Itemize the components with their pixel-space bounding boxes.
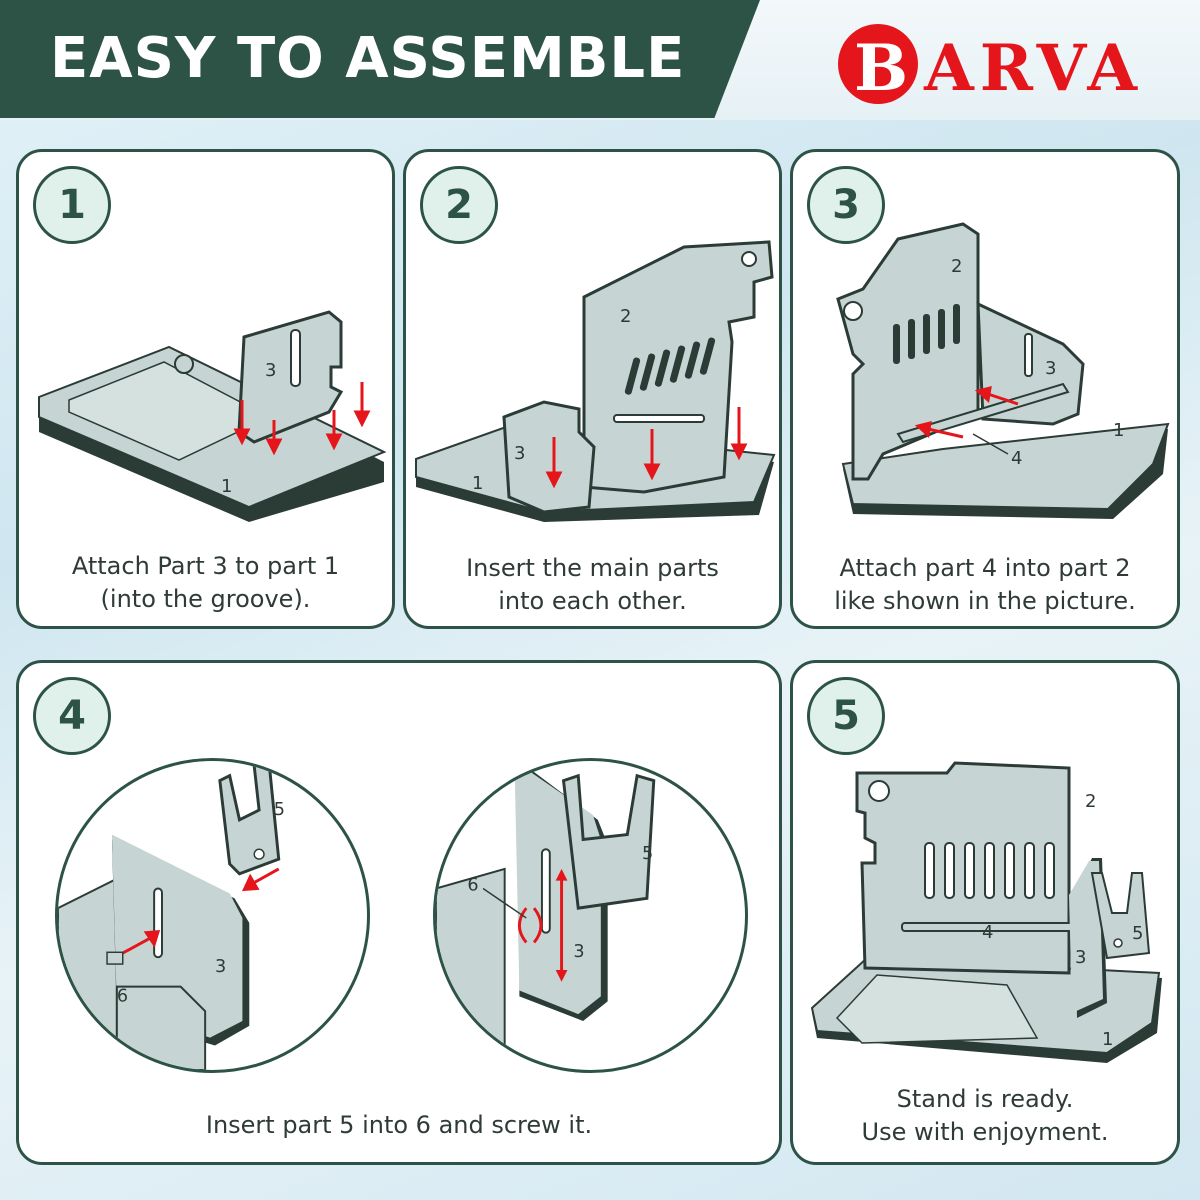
step-5-card: 5 2 4 3 5 1 (790, 660, 1180, 1165)
step-4-card: 4 5 3 6 (16, 660, 782, 1165)
part-label-2: 2 (1085, 791, 1096, 812)
caption-line: Insert the main parts (406, 552, 779, 585)
part-label-1: 1 (472, 473, 483, 494)
step-4-badge: 4 (33, 677, 111, 755)
part-label-5: 5 (642, 844, 653, 864)
step-1-card: 1 3 1 Attach Part 3 to part 1 (into the … (16, 149, 395, 629)
part-label-3: 3 (1075, 947, 1086, 968)
caption-line: Use with enjoyment. (793, 1116, 1177, 1149)
caption-line: Attach part 4 into part 2 (793, 552, 1177, 585)
part-label-1: 1 (1102, 1029, 1113, 1050)
step-2-illustration: 2 3 1 (414, 237, 779, 532)
part-label-4: 4 (982, 922, 993, 943)
caption-line: Stand is ready. (793, 1083, 1177, 1116)
caption-line: Insert part 5 into 6 and screw it. (19, 1109, 779, 1142)
step-2-caption: Insert the main parts into each other. (406, 552, 779, 618)
step-1-badge: 1 (33, 166, 111, 244)
part-label-2: 2 (620, 306, 631, 327)
step-5-badge: 5 (807, 677, 885, 755)
step-2-badge: 2 (420, 166, 498, 244)
zoom-circle-left: 5 3 6 (55, 758, 370, 1073)
caption-line: (into the groove). (19, 583, 392, 616)
step-4-caption: Insert part 5 into 6 and screw it. (19, 1109, 779, 1142)
step-5-illustration: 2 4 3 5 1 (807, 763, 1167, 1068)
part-label-5: 5 (274, 800, 285, 820)
part-label-1: 1 (1113, 420, 1124, 441)
part-label-3: 3 (215, 957, 226, 977)
part-label-6: 6 (117, 986, 128, 1006)
part-label-2: 2 (951, 256, 962, 277)
step-3-card: 3 2 3 1 4 (790, 149, 1180, 629)
caption-line: Attach Part 3 to part 1 (19, 550, 392, 583)
part-label-3: 3 (265, 360, 276, 381)
page-title: EASY TO ASSEMBLE (50, 26, 685, 91)
step-3-caption: Attach part 4 into part 2 like shown in … (793, 552, 1177, 618)
part-label-3: 3 (1045, 358, 1056, 379)
step-3-illustration: 2 3 1 4 (823, 214, 1173, 529)
part-label-1: 1 (221, 476, 232, 497)
step-1-caption: Attach Part 3 to part 1 (into the groove… (19, 550, 392, 616)
title-banner: EASY TO ASSEMBLE (0, 0, 760, 118)
caption-line: into each other. (406, 585, 779, 618)
step-1-illustration: 3 1 (29, 292, 389, 532)
zoom-circle-right: 6 5 3 (433, 758, 748, 1073)
part-label-3: 3 (514, 443, 525, 464)
part-label-3: 3 (573, 942, 584, 962)
step-2-card: 2 2 3 1 (403, 149, 782, 629)
part-label-6: 6 (467, 875, 478, 895)
part-label-5: 5 (1132, 923, 1143, 944)
step-5-caption: Stand is ready. Use with enjoyment. (793, 1083, 1177, 1149)
caption-line: like shown in the picture. (793, 585, 1177, 618)
part-label-4: 4 (1011, 448, 1022, 469)
